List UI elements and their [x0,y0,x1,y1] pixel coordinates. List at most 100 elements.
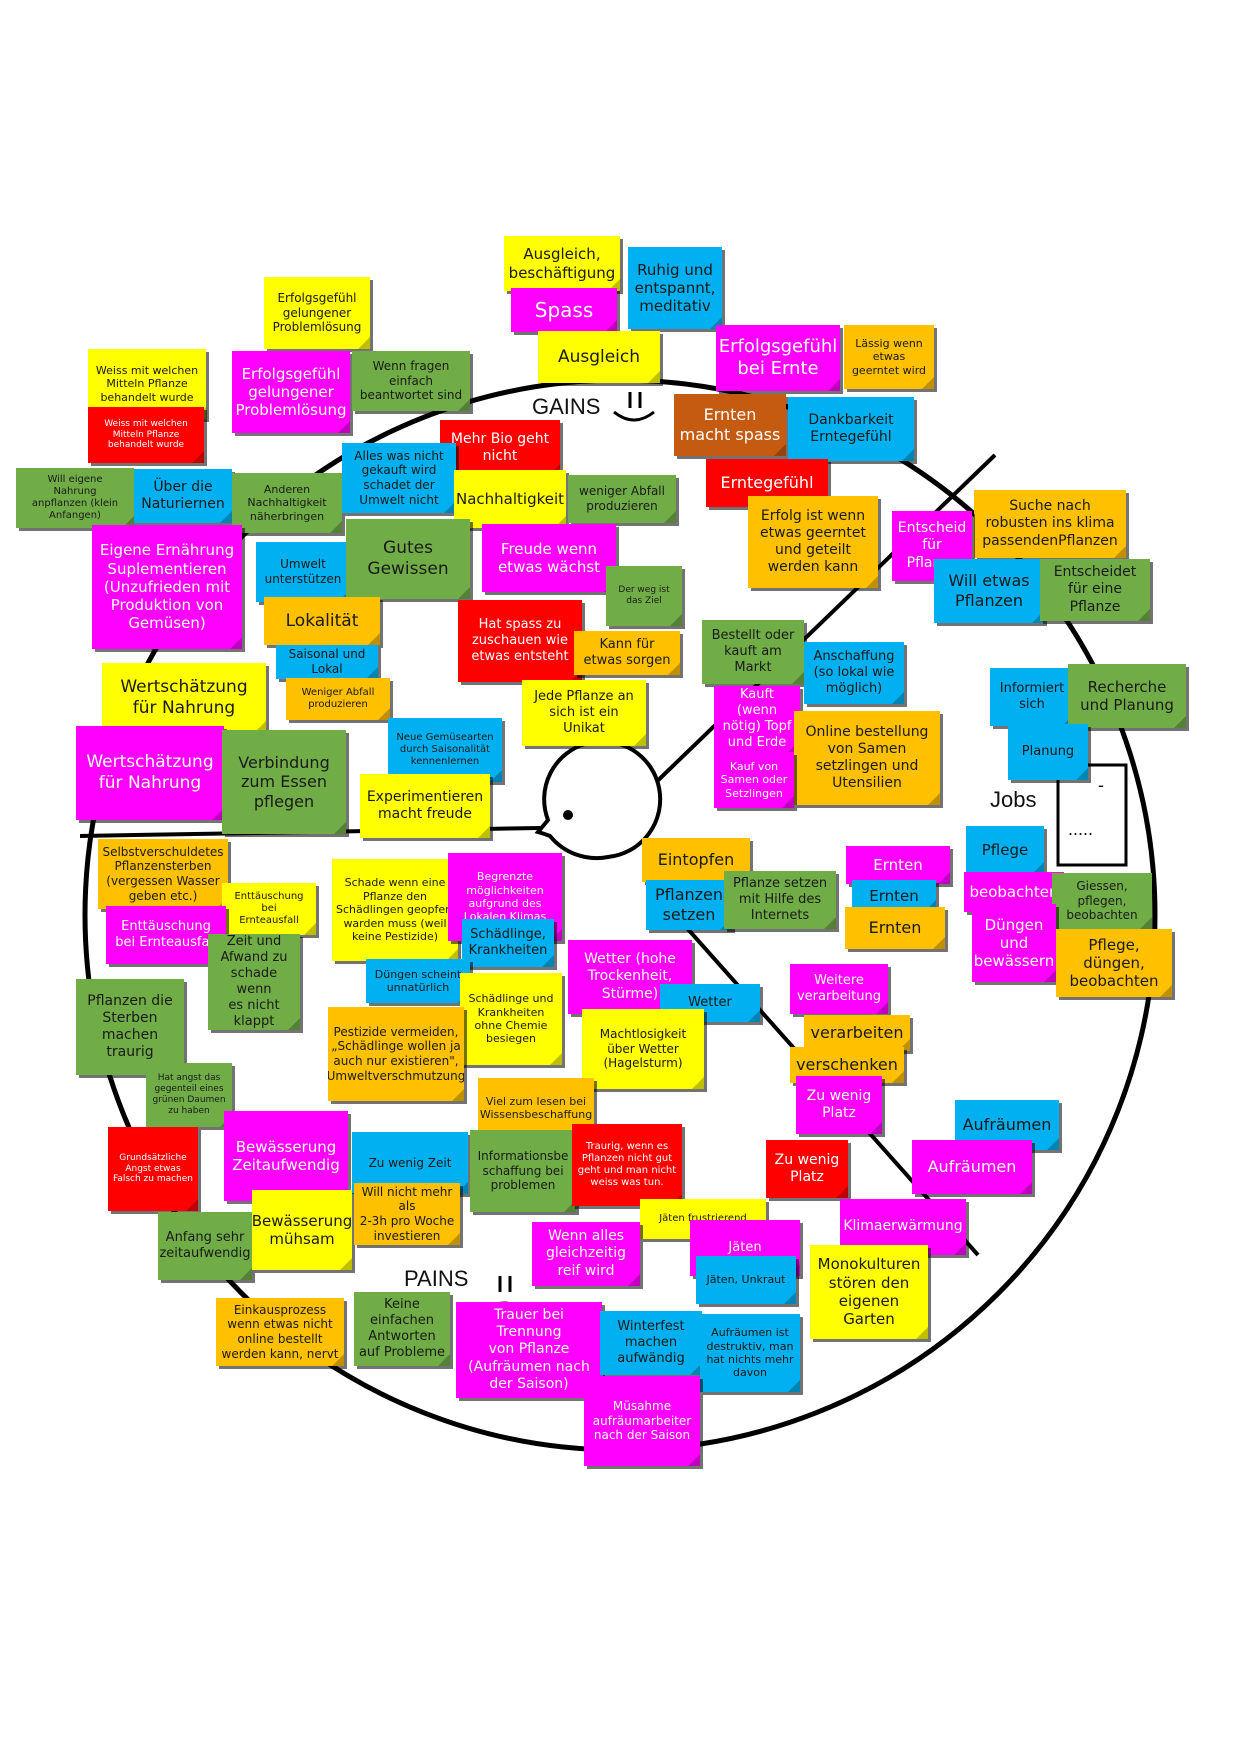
sticky-note: Schädlinge und Krankheiten ohne Chemie b… [460,973,562,1065]
gains-label: GAINS [532,394,601,419]
sticky-note: Eigene Ernährung Suplementieren (Unzufri… [92,525,242,649]
sticky-note: Traurig, wenn es Pflanzen nicht gut geht… [572,1124,682,1206]
sticky-note: Will etwas Pflanzen [934,559,1044,623]
sticky-note: Wenn alles gleichzeitig reif wird [532,1222,640,1286]
sticky-note: Wenn fragen einfach beantwortet sind [352,351,470,411]
sticky-note: Ernten macht spass [674,394,786,456]
sticky-note: Trauer bei Trennung von Pflanze (Aufräum… [456,1302,602,1398]
sticky-note: Wetter (hohe Trockenheit, Stürme) [568,940,692,1014]
sticky-note-text: Jede Pflanze an sich ist ein Unikat [534,689,634,736]
sticky-note-text: Wenn alles gleichzeitig reif wird [546,1228,626,1279]
sticky-note: Ausgleich, beschäftigung [504,236,620,291]
sticky-note-text: Machtlosigkeit über Wetter (Hagelsturm) [599,1027,687,1071]
customer-face-icon [534,739,663,861]
sticky-note: Enttäuschung bei Ernteausfall [106,906,226,964]
sticky-note: Der weg ist das Ziel [606,566,682,626]
sticky-note-text: Giessen, pflegen, beobachten [1066,879,1138,923]
sticky-note: Dankbarkeit Erntegefühl [788,397,914,461]
sticky-note-text: Enttäuschung bei Ernteausfall [234,890,304,927]
sticky-note: Bewässerung mühsam [252,1190,352,1270]
sticky-note: Winterfest machen aufwändig [600,1311,702,1375]
sticky-note: Keine einfachen Antworten auf Probleme [354,1292,450,1366]
sticky-note-text: Eintopfen [657,850,735,870]
sticky-note-text: Wertschätzung für Nahrung [86,752,214,793]
sticky-note-text: Informationsbe schaffung bei problemen [477,1149,569,1193]
sticky-note-text: Jäten frustrierend [659,1212,747,1224]
sticky-note: Freude wenn etwas wächst [482,524,616,592]
sticky-note-text: Alles was nicht gekauft wird schadet der… [354,448,444,507]
sticky-note: Online bestellung von Samen setzlingen u… [794,711,940,805]
sticky-note: Nachhaltigkeit [454,470,566,528]
sticky-note: Anderen Nachhaltigkeit näherbringen [232,473,342,533]
divider-gains-jobs [646,453,997,792]
sticky-note-text: Experimentieren macht freude [366,788,484,822]
sticky-note: Anfang sehr zeitaufwendig [158,1212,252,1280]
sticky-note-text: Anfang sehr zeitaufwendig [159,1230,251,1261]
sticky-note: Zu wenig Platz [796,1076,882,1134]
sticky-note-text: Dankbarkeit Erntegefühl [808,411,894,445]
sticky-note-text: Informiert sich [999,681,1065,712]
sticky-note-text: Enttäuschung bei Ernteausfall [115,919,217,950]
sticky-note: Kauf von Samen oder Setzlingen [714,752,794,808]
sticky-note-text: Ruhig und entspannt, meditativ [634,260,716,316]
sticky-note: Machtlosigkeit über Wetter (Hagelsturm) [582,1009,704,1089]
sticky-note-text: Neue Gemüsearten durch Saisonalität kenn… [396,731,494,768]
jobs-label: Jobs [990,787,1037,812]
sticky-note-text: Ausgleich [557,346,641,367]
sticky-note-text: Wetter (hohe Trockenheit, Stürme) [584,951,676,1002]
sticky-note: Alles was nicht gekauft wird schadet der… [342,443,456,513]
sticky-note: Kauft (wenn nötig) Topf und Erde [714,686,800,752]
sticky-note-text: Lokalität [285,610,359,631]
sticky-note: Erfolgsgefühl gelungener Problemlösung [264,277,370,349]
sticky-note: Wertschätzung für Nahrung [102,663,266,733]
sticky-note-text: Pflege, düngen, beobachten [1069,935,1159,991]
sticky-note-text: Erfolg ist wenn etwas geerntet und getei… [760,507,866,576]
sticky-note-text: Recherche und Planung [1080,677,1174,714]
sticky-note-text: Schädlinge und Krankheiten ohne Chemie b… [468,992,554,1046]
sticky-note: Neue Gemüsearten durch Saisonalität kenn… [388,718,502,782]
sticky-note: Recherche und Planung [1068,664,1186,728]
gains-smiley-icon [613,392,655,422]
sticky-note: Anschaffung (so lokal wie möglich) [804,642,904,704]
sticky-note: Jäten, Unkraut [696,1256,796,1304]
sticky-note: Einkausprozess wenn etwas nicht online b… [216,1298,344,1366]
sticky-note-text: Saisonal und Lokal [288,647,366,676]
sticky-note-text: Grundsätzliche Angst etwas Falsch zu mac… [112,1152,194,1185]
sticky-note: Düngen und bewässern [972,904,1056,982]
sticky-note-text: Erfolgsgefühl gelungener Problemlösung [272,291,362,335]
sticky-note: Mehr Bio geht nicht [440,420,560,476]
sticky-note: Gutes Gewissen [346,519,470,599]
sticky-note-text: Zu wenig Zeit [368,1155,452,1170]
sticky-note-text: Selbstverschuldetes Pflanzensterben (ver… [102,844,224,903]
sticky-note: Schädlinge, Krankheiten [462,919,554,967]
sticky-note: Müsahme aufräumarbeiter nach der Saison [584,1376,700,1466]
sticky-note: Weiss mit welchen Mitteln Pflanze behand… [88,407,204,463]
sticky-note-text: Kauft (wenn nötig) Topf und Erde [722,687,792,750]
sticky-note-text: Suche nach robusten ins klima passendenP… [982,498,1118,549]
sticky-note: Lokalität [264,597,380,645]
sticky-note-text: Trauer bei Trennung von Pflanze (Aufräum… [468,1307,590,1392]
sticky-note: Suche nach robusten ins klima passendenP… [974,490,1126,558]
sticky-note-text: verschenken [796,1055,898,1075]
sticky-note-text: Zeit und Afwand zu schade wenn es nicht … [220,934,288,1029]
sticky-note: Bewässerung Zeitaufwendig [224,1111,348,1201]
sticky-note-text: Anderen Nachhaltigkeit näherbringen [247,482,327,523]
sticky-note-text: Bewässerung Zeitaufwendig [232,1137,340,1174]
sticky-note-text: Über die Naturiernen [141,478,225,512]
sticky-note-text: Wenn fragen einfach beantwortet sind [359,359,463,403]
sticky-note-text: Aufräumen ist destruktiv, man hat nichts… [706,1326,794,1380]
sticky-note: Informiert sich [990,668,1074,726]
sticky-note: Bestellt oder kauft am Markt [702,620,804,684]
sticky-note: Entscheidet für eine Pflanze [1040,559,1150,621]
sticky-note-text: Schädlinge, Krankheiten [468,927,548,958]
sticky-note-text: Viel zum lesen bei Wissensbeschaffung [479,1094,593,1121]
sticky-note-text: Weiss mit welchen Mitteln Pflanze behand… [95,363,199,404]
sticky-note-text: Will eigene Nahrung anpflanzen (klein An… [31,473,119,522]
sticky-note-text: Kauf von Samen oder Setzlingen [720,759,788,800]
sticky-note: Experimentieren macht freude [360,774,490,838]
sticky-note-text: Online bestellung von Samen setzlingen u… [805,723,929,792]
sticky-note-text: Will nicht mehr als 2-3h pro Woche inves… [359,1184,455,1243]
sticky-note-text: Ernten [869,886,919,905]
sticky-note: Hat spass zu zuschauen wie etwas entsteh… [458,600,582,682]
sticky-note-text: Lässig wenn etwas geerntet wird [851,336,927,377]
